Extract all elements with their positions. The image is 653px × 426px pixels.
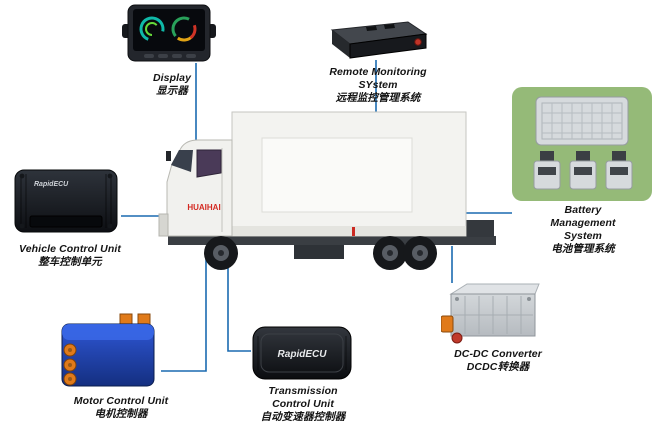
truck-mirror [166,151,171,161]
bms-main-ecu [535,96,629,146]
truck-front-wheel [204,236,238,270]
mcu-illustration [61,313,155,387]
remote-label-zh: 远程监控管理系统 [335,92,421,105]
vcu-label-zh: 整车控制单元 [38,256,102,269]
truck-reflector [352,227,355,236]
bms-module-3 [605,151,633,190]
connector-mcu-line [161,250,207,372]
display-left-gauge [139,16,165,42]
vcu-illustration: RapidECU [14,169,118,233]
battery-label-en2: Management [550,217,616,230]
tcu-label-zh: 自动变速器控制器 [260,411,346,424]
truck-rear-frame [466,220,494,237]
display-buttons [144,54,196,58]
remote-label: Remote Monitoring SYstem 远程监控管理系统 [308,66,448,105]
dcdc-label-en: DC-DC Converter [454,348,542,360]
remote-top-connector-2 [384,24,395,29]
vcu-brand-text: RapidECU [34,181,69,188]
dcdc-converter-device [441,280,543,346]
mcu-label: Motor Control Unit 电机控制器 [60,395,182,421]
mcu-label-zh: 电机控制器 [94,408,148,421]
truck-underbody-box [294,245,344,259]
truck-windshield [171,150,193,172]
remote-box-left [332,30,350,58]
battery-label-zh: 电池管理系统 [551,243,615,256]
remote-label-en1: Remote Monitoring [329,66,427,78]
battery-label-en3: System [564,230,602,243]
vehicle-control-unit-device: RapidECU [12,164,120,240]
dcdc-grid [453,296,533,334]
mcu-label-en: Motor Control Unit [73,395,169,407]
dcdc-red-connector [451,332,463,344]
remote-red-port [414,38,422,46]
vcu-screws [19,173,113,229]
vcu-label-en: Vehicle Control Unit [19,243,121,255]
remote-monitoring-device [318,18,430,62]
truck-wheels [204,236,437,270]
truck-chassis [168,236,496,245]
display-device [122,4,216,70]
dcdc-orange-connector [441,315,454,333]
dcdc-label: DC-DC Converter DCDC转换器 [434,348,562,374]
tcu-label-en2: Control Unit [272,398,334,411]
remote-box-front [349,33,427,59]
connector-lines [121,60,512,372]
mcu-top-face [62,324,154,340]
display-illustration [122,4,216,62]
truck-illustration: HUAIHAI [158,111,496,270]
bms-ecu-grid [542,103,622,139]
tcu-illustration: RapidECU [252,326,352,380]
truck-cargo-panel [261,137,413,213]
battery-management-illustration [533,96,633,190]
mcu-side-connectors [63,343,77,386]
remote-monitoring-illustration [330,21,428,59]
truck-cargo-skirt [232,226,466,236]
dcdc-screws [455,297,531,301]
bms-module-1 [533,151,561,190]
tcu-ribs [257,336,347,370]
truck-rear-wheel-2 [403,236,437,270]
tcu-body [252,326,352,380]
battery-label-en1: Battery [564,204,602,216]
vcu-label: Vehicle Control Unit 整车控制单元 [6,243,134,269]
display-label: Display 显示器 [129,72,215,98]
dcdc-label-zh: DCDC转换器 [466,361,530,374]
remote-label-en2: SYstem [358,79,398,92]
bms-module-2 [569,151,597,190]
battery-label: Battery Management System 电池管理系统 [518,204,648,256]
tcu-brand-text: RapidECU [278,349,328,360]
truck-brand-text: HUAIHAI [187,203,220,212]
tcu-label-en1: Transmission [268,385,338,397]
tcu-inner-ridge [260,333,344,373]
vcu-ribs [20,174,112,228]
display-label-en: Display [152,72,192,84]
battery-management-device [512,87,652,201]
truck-rear-wheel-1 [373,236,407,270]
display-label-zh: 显示器 [156,85,188,98]
connector-tcu-line [227,250,251,352]
transmission-control-unit-device: RapidECU [250,322,354,384]
vcu-connector-strip [29,215,103,228]
tcu-label: Transmission Control Unit 自动变速器控制器 [245,385,361,424]
remote-top-connector-1 [366,26,377,31]
dcdc-top-face [449,283,540,295]
motor-control-unit-device [56,308,160,392]
truck-side-window [196,149,222,178]
truck-bumper [158,213,169,237]
dcdc-illustration [441,283,540,344]
